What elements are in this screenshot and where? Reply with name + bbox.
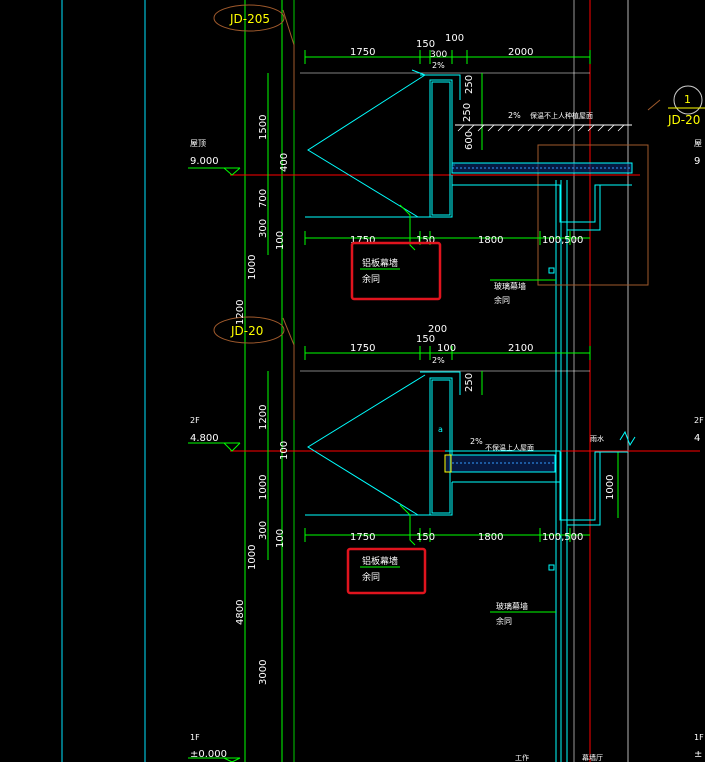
svg-text:雨水: 雨水 — [590, 434, 604, 443]
svg-text:100,500: 100,500 — [542, 235, 583, 246]
right-first-label: 1F — [694, 733, 704, 742]
svg-text:1750: 1750 — [350, 47, 375, 58]
svg-text:3000: 3000 — [258, 660, 269, 685]
svg-text:700: 700 — [258, 189, 269, 208]
lower-detail — [267, 346, 636, 613]
lower-notes: 2% 2% 不保温上人屋面 雨水 a 玻璃幕墙 余同 工作 幕墙厅 — [432, 356, 604, 762]
callout-lower-text: JD-20 — [230, 324, 263, 338]
svg-text:不保温上人屋面: 不保温上人屋面 — [485, 443, 534, 452]
svg-text:余同: 余同 — [494, 295, 510, 305]
svg-text:250: 250 — [464, 373, 475, 392]
svg-text:2%: 2% — [470, 437, 483, 446]
svg-text:2000: 2000 — [508, 47, 533, 58]
right-roof-label: 屋 — [694, 139, 702, 148]
svg-text:300: 300 — [258, 521, 269, 540]
svg-text:工作: 工作 — [515, 753, 529, 762]
svg-text:300: 300 — [258, 219, 269, 238]
svg-text:400: 400 — [279, 153, 290, 172]
svg-text:100,500: 100,500 — [542, 532, 583, 543]
svg-text:玻璃幕墙: 玻璃幕墙 — [494, 281, 526, 291]
callout-upper: JD-205 — [213, 4, 285, 32]
svg-text:2100: 2100 — [508, 343, 533, 354]
svg-text:150: 150 — [416, 334, 435, 345]
right-first-elev: ± — [694, 749, 702, 760]
svg-text:1200: 1200 — [258, 405, 269, 430]
svg-text:150: 150 — [416, 39, 435, 50]
lower-dimension-texts: 200 1750 150 100 2100 1750 150 1800 100,… — [235, 300, 616, 685]
right-roof-elev: 9 — [694, 156, 700, 167]
roof-label: 屋顶 — [190, 139, 206, 148]
svg-text:2%: 2% — [432, 356, 445, 365]
callout-right-number: 1 — [684, 93, 691, 106]
highlight-upper: 铝板幕墙 余同 — [350, 241, 442, 301]
second-label: 2F — [190, 416, 200, 425]
svg-text:1200: 1200 — [235, 300, 246, 325]
callout-right-tag: JD-20 — [667, 113, 700, 127]
svg-text:1000: 1000 — [258, 475, 269, 500]
right-second-elev: 4 — [694, 433, 700, 444]
svg-text:100: 100 — [445, 33, 464, 44]
svg-text:2%: 2% — [432, 61, 445, 70]
svg-text:100: 100 — [275, 231, 286, 250]
roof-elev: 9.000 — [190, 156, 219, 167]
svg-text:1000: 1000 — [247, 255, 258, 280]
svg-text:100: 100 — [437, 343, 456, 354]
level-texts: 屋顶 9.000 2F 4.800 1F ±0.000 屋 9 2F 4 1F … — [190, 139, 704, 760]
first-label: 1F — [190, 733, 200, 742]
svg-text:250: 250 — [462, 103, 473, 122]
second-elev: 4.800 — [190, 433, 219, 444]
upper-notes: 2% 2% 保温不上人种植屋面 玻璃幕墙 余同 — [432, 61, 593, 305]
svg-text:150: 150 — [416, 235, 435, 246]
svg-text:150: 150 — [416, 532, 435, 543]
callout-upper-text: JD-205 — [229, 12, 270, 26]
svg-text:100: 100 — [275, 529, 286, 548]
glass-markers — [548, 267, 555, 571]
aluminum-note-upper: 铝板幕墙 — [362, 257, 398, 269]
first-elev: ±0.000 — [190, 749, 227, 760]
svg-text:余同: 余同 — [496, 616, 512, 626]
aluminum-note-lower: 铝板幕墙 — [362, 555, 398, 567]
svg-text:100: 100 — [279, 441, 290, 460]
svg-text:4800: 4800 — [235, 600, 246, 625]
svg-text:2%: 2% — [508, 111, 521, 120]
callout-right: 1 JD-20 — [667, 85, 705, 127]
svg-text:1800: 1800 — [478, 532, 503, 543]
svg-text:1500: 1500 — [258, 115, 269, 140]
callout-lower: JD-20 — [213, 316, 285, 344]
highlight-lower: 铝板幕墙 余同 — [346, 547, 427, 595]
upper-detail — [267, 50, 633, 281]
level-markers — [188, 167, 241, 762]
svg-text:1000: 1000 — [247, 545, 258, 570]
upper-dimension-texts: 1750 150 100 300 2000 1750 150 1800 100,… — [247, 33, 583, 280]
svg-text:a: a — [438, 425, 443, 434]
svg-text:1750: 1750 — [350, 532, 375, 543]
level-lines — [230, 72, 700, 452]
svg-text:300: 300 — [430, 50, 447, 60]
same-note-lower: 余同 — [362, 571, 380, 583]
svg-text:200: 200 — [428, 324, 447, 335]
svg-text:1750: 1750 — [350, 343, 375, 354]
svg-text:1000: 1000 — [605, 475, 616, 500]
svg-text:1750: 1750 — [350, 235, 375, 246]
svg-text:幕墙厅: 幕墙厅 — [582, 753, 603, 762]
same-note-upper: 余同 — [362, 273, 380, 285]
svg-text:250: 250 — [464, 75, 475, 94]
section-frames — [282, 9, 661, 420]
svg-text:600: 600 — [464, 131, 475, 150]
right-second-label: 2F — [694, 416, 704, 425]
svg-text:1800: 1800 — [478, 235, 503, 246]
svg-text:玻璃幕墙: 玻璃幕墙 — [496, 601, 528, 611]
svg-text:保温不上人种植屋面: 保温不上人种植屋面 — [530, 111, 593, 120]
